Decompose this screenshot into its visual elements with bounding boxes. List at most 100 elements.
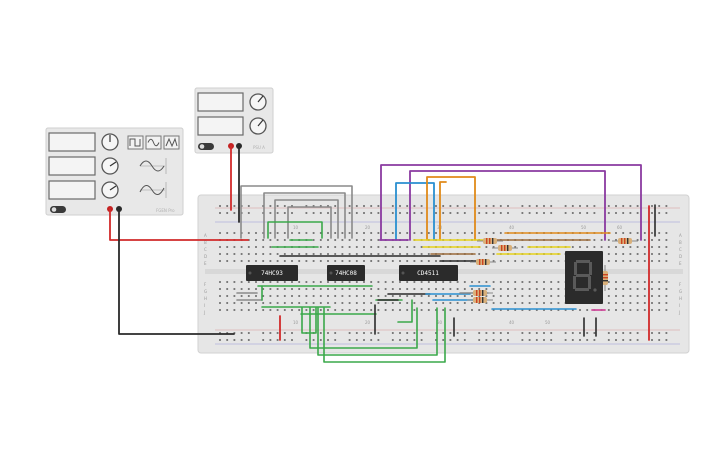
breadboard-hole[interactable] [363,239,365,241]
breadboard-hole[interactable] [269,246,272,248]
breadboard-hole[interactable] [276,309,279,311]
breadboard-hole[interactable] [485,205,488,207]
breadboard-hole[interactable] [384,253,387,255]
breadboard-hole[interactable] [463,332,466,334]
breadboard-hole[interactable] [240,281,243,283]
gray-wire[interactable] [240,185,353,239]
breadboard-hole[interactable] [334,212,337,214]
breadboard-hole[interactable] [399,295,401,297]
breadboard-hole[interactable] [607,239,610,241]
breadboard-hole[interactable] [219,205,221,207]
breadboard-hole[interactable] [636,339,639,341]
breadboard-hole[interactable] [233,246,236,248]
breadboard-hole[interactable] [406,232,409,234]
breadboard-hole[interactable] [629,332,632,334]
breadboard-hole[interactable] [391,281,394,283]
breadboard-hole[interactable] [557,281,560,283]
breadboard-hole[interactable] [363,232,365,234]
breadboard-hole[interactable] [377,281,380,283]
breadboard-hole[interactable] [521,205,524,207]
breadboard-hole[interactable] [219,309,221,311]
breadboard-hole[interactable] [226,205,229,207]
breadboard-hole[interactable] [269,288,272,290]
function-generator[interactable]: FGEN Pro [45,127,184,216]
breadboard-hole[interactable] [550,309,553,311]
breadboard-hole[interactable] [247,339,250,341]
breadboard-hole[interactable] [247,253,250,255]
breadboard-hole[interactable] [226,309,229,311]
sine-icon[interactable] [145,135,162,150]
breadboard-hole[interactable] [233,212,236,214]
breadboard-hole[interactable] [283,302,286,304]
breadboard-hole[interactable] [427,302,430,304]
breadboard-hole[interactable] [399,339,401,341]
breadboard-hole[interactable] [370,332,373,334]
breadboard-hole[interactable] [355,239,358,241]
breadboard-hole[interactable] [658,246,661,248]
breadboard-hole[interactable] [442,302,445,304]
black-wire[interactable] [118,208,235,335]
breadboard-hole[interactable] [276,260,279,262]
breadboard-hole[interactable] [622,253,625,255]
breadboard-hole[interactable] [276,205,279,207]
breadboard-hole[interactable] [327,281,329,283]
breadboard-hole[interactable] [247,295,250,297]
breadboard-hole[interactable] [384,309,387,311]
breadboard-hole[interactable] [413,246,416,248]
breadboard-hole[interactable] [226,232,229,234]
breadboard-hole[interactable] [269,212,272,214]
breadboard-hole[interactable] [269,309,272,311]
breadboard-hole[interactable] [327,212,329,214]
breadboard-hole[interactable] [629,212,632,214]
breadboard-hole[interactable] [233,232,236,234]
breadboard-hole[interactable] [615,260,617,262]
breadboard-hole[interactable] [269,281,272,283]
breadboard-hole[interactable] [571,332,574,334]
breadboard-hole[interactable] [564,205,567,207]
breadboard-hole[interactable] [665,288,668,290]
breadboard-hole[interactable] [535,288,538,290]
breadboard-hole[interactable] [255,281,257,283]
breadboard-hole[interactable] [658,288,661,290]
breadboard-hole[interactable] [219,295,221,297]
breadboard-hole[interactable] [363,205,365,207]
breadboard-hole[interactable] [535,260,538,262]
breadboard-hole[interactable] [622,288,625,290]
breadboard-hole[interactable] [240,339,243,341]
breadboard-hole[interactable] [651,253,653,255]
breadboard-hole[interactable] [355,232,358,234]
breadboard-hole[interactable] [348,332,351,334]
breadboard-hole[interactable] [607,205,610,207]
breadboard-hole[interactable] [651,239,653,241]
breadboard-hole[interactable] [283,253,286,255]
resistor[interactable] [477,238,503,244]
breadboard-hole[interactable] [291,281,293,283]
gray-wire[interactable] [263,192,346,239]
breadboard-hole[interactable] [355,212,358,214]
breadboard-hole[interactable] [406,246,409,248]
breadboard-hole[interactable] [629,339,632,341]
breadboard-hole[interactable] [442,205,445,207]
breadboard-hole[interactable] [586,309,589,311]
breadboard-hole[interactable] [384,232,387,234]
breadboard-hole[interactable] [507,302,509,304]
breadboard-hole[interactable] [377,239,380,241]
breadboard-hole[interactable] [348,339,351,341]
breadboard-hole[interactable] [420,288,423,290]
ic-chip-cd4511[interactable]: CD4511 [399,265,458,281]
breadboard-hole[interactable] [449,339,452,341]
breadboard-hole[interactable] [651,309,653,311]
breadboard-hole[interactable] [348,302,351,304]
breadboard-hole[interactable] [226,339,229,341]
breadboard-hole[interactable] [255,302,257,304]
breadboard-hole[interactable] [327,239,329,241]
breadboard-hole[interactable] [413,253,416,255]
breadboard-hole[interactable] [413,281,416,283]
breadboard-hole[interactable] [240,260,243,262]
breadboard-hole[interactable] [276,281,279,283]
breadboard-hole[interactable] [262,302,265,304]
breadboard-hole[interactable] [391,309,394,311]
breadboard-hole[interactable] [291,205,293,207]
breadboard-hole[interactable] [269,332,272,334]
breadboard-hole[interactable] [607,253,610,255]
